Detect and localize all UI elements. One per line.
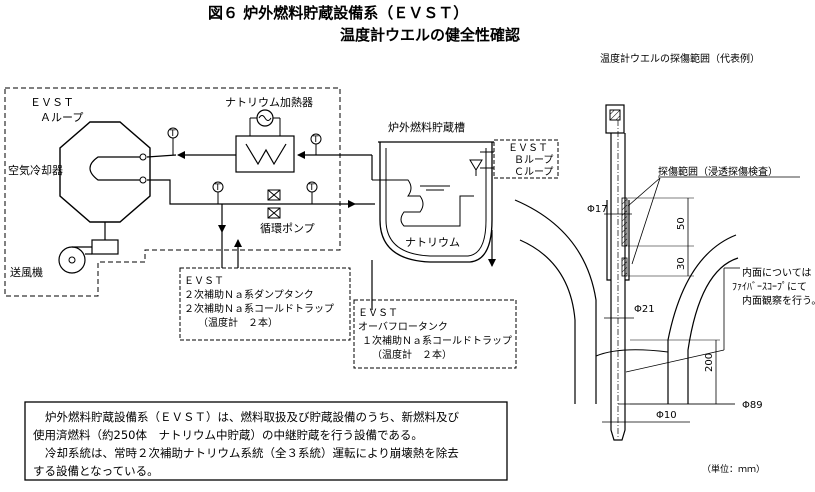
secondary-box-4: （温度計 ２本） <box>198 316 278 329</box>
description-line-4: する設備となっている。 <box>33 464 159 478</box>
description-line-3: 冷却系統は、常時２次補助ナトリウム系統（全３系統）運転により崩壊熱を除去 <box>45 446 459 460</box>
blower-hub <box>68 256 76 264</box>
right-caption: 温度計ウエルの探傷範囲（代表例） <box>600 52 760 65</box>
air-cooler-coil <box>89 156 142 181</box>
well-nozzle <box>606 200 630 281</box>
svg-text:T: T <box>312 135 319 145</box>
secondary-box <box>179 267 351 341</box>
well-head-inner <box>609 109 621 121</box>
loop-a-label-1: ＥＶＳＴ <box>30 96 74 109</box>
secondary-box-3: ２次補助Ｎａ系コールドトラップ <box>184 302 334 315</box>
blower-label: 送風機 <box>10 265 43 279</box>
inner-note-3: 内面観察を行う。 <box>742 294 815 307</box>
description-box <box>24 401 508 481</box>
heater-element <box>245 143 287 166</box>
inspection-band-1 <box>621 197 628 247</box>
dim-50: 50 <box>676 217 687 230</box>
svg-text:T: T <box>169 129 176 139</box>
overflow-box-3: １次補助Ｎａ系コールドトラップ <box>362 334 512 347</box>
blower-duct-box <box>91 239 119 255</box>
pump-label: 循環ポンプ <box>260 222 315 235</box>
overflow-box-4: （温度計 ２本） <box>372 348 452 361</box>
unit-label: （単位：ｍｍ） <box>702 463 765 475</box>
pipe-upper-a2 <box>146 154 177 158</box>
inspection-band-2 <box>621 257 628 277</box>
dim-phi89: Φ89 <box>742 400 763 411</box>
blower-fan <box>58 246 86 274</box>
pump-icon <box>267 189 281 219</box>
air-cooler-label: 空気冷却器 <box>8 163 63 177</box>
tank-title: 炉外燃料貯蔵槽 <box>388 120 465 134</box>
air-cooler-body <box>59 121 151 223</box>
dim-200: 200 <box>704 353 715 372</box>
secondary-box-1: ＥＶＳＴ <box>184 276 224 287</box>
dim-30: 30 <box>676 257 687 270</box>
title-line2: 温度計ウエルの健全性確認 <box>340 26 520 44</box>
well-tube <box>610 133 626 441</box>
description-line-2: 使用済燃料（約250体 ナトリウム中貯蔵）の中継貯蔵を行う設備である。 <box>33 428 423 442</box>
thermometer-icon: T <box>212 181 224 204</box>
svg-text:T: T <box>214 183 221 193</box>
heater-box <box>235 135 295 173</box>
pipe-lower <box>147 179 356 208</box>
loop-bc-2: Ｂループ <box>514 154 553 166</box>
loop-bc-box <box>493 139 559 179</box>
sodium-label: ナトリウム <box>405 236 460 249</box>
vessel-bottom <box>595 349 669 357</box>
thermometer-icon <box>469 159 483 176</box>
tank-outer <box>379 142 493 263</box>
inspection-range-label: 探傷範囲（浸透探傷検査） <box>658 165 778 178</box>
overflow-box-2: オーバフロータンク <box>358 321 448 333</box>
overflow-box-1: ＥＶＳＴ <box>358 308 398 319</box>
tank-coil <box>372 179 474 227</box>
thermometer-icon: T <box>310 133 322 155</box>
loop-a-boundary <box>4 87 341 297</box>
description-line-1: 炉外燃料貯蔵設備系（ＥＶＳＴ）は、燃料取扱及び貯蔵設備のうち、新燃料及び <box>45 410 459 424</box>
vessel-wall-right-inner <box>687 257 739 404</box>
dim-phi17: Φ17 <box>587 204 608 215</box>
inner-note-1: 内面については <box>742 266 812 279</box>
cooler-inlet-node <box>139 153 147 161</box>
inner-note-2: ﾌｧｲﾊﾞｰｽｺｰﾌﾟにて <box>732 281 807 293</box>
loop-bc-3: Ｃループ <box>514 166 553 178</box>
loop-bc-1: ＥＶＳＴ <box>508 143 548 154</box>
tank-inner <box>385 148 487 257</box>
loop-a-label-2: Ａループ <box>40 111 83 124</box>
heater-label: ナトリウム加熱器 <box>225 96 313 109</box>
inspection-leader-2 <box>631 177 661 265</box>
inner-note-leader-3 <box>625 349 725 373</box>
inspection-leader-1 <box>627 177 661 207</box>
vessel-wall-outer <box>514 199 597 404</box>
dim-phi21: Φ21 <box>634 304 655 315</box>
vessel-wall-inner <box>519 239 576 404</box>
dim-phi10: Φ10 <box>656 410 677 421</box>
cooler-outlet-node <box>139 176 147 184</box>
thermometer-icon: T <box>167 127 179 155</box>
heater-wave-icon <box>258 115 272 121</box>
overflow-box <box>353 299 517 369</box>
svg-text:T: T <box>308 183 315 193</box>
secondary-box-2: ２次補助Ｎａ系ダンプタンク <box>184 288 314 301</box>
thermometer-icon: T <box>306 181 318 204</box>
title-line1: 図６ 炉外燃料貯蔵設備系（ＥＶＳＴ） <box>208 4 468 22</box>
